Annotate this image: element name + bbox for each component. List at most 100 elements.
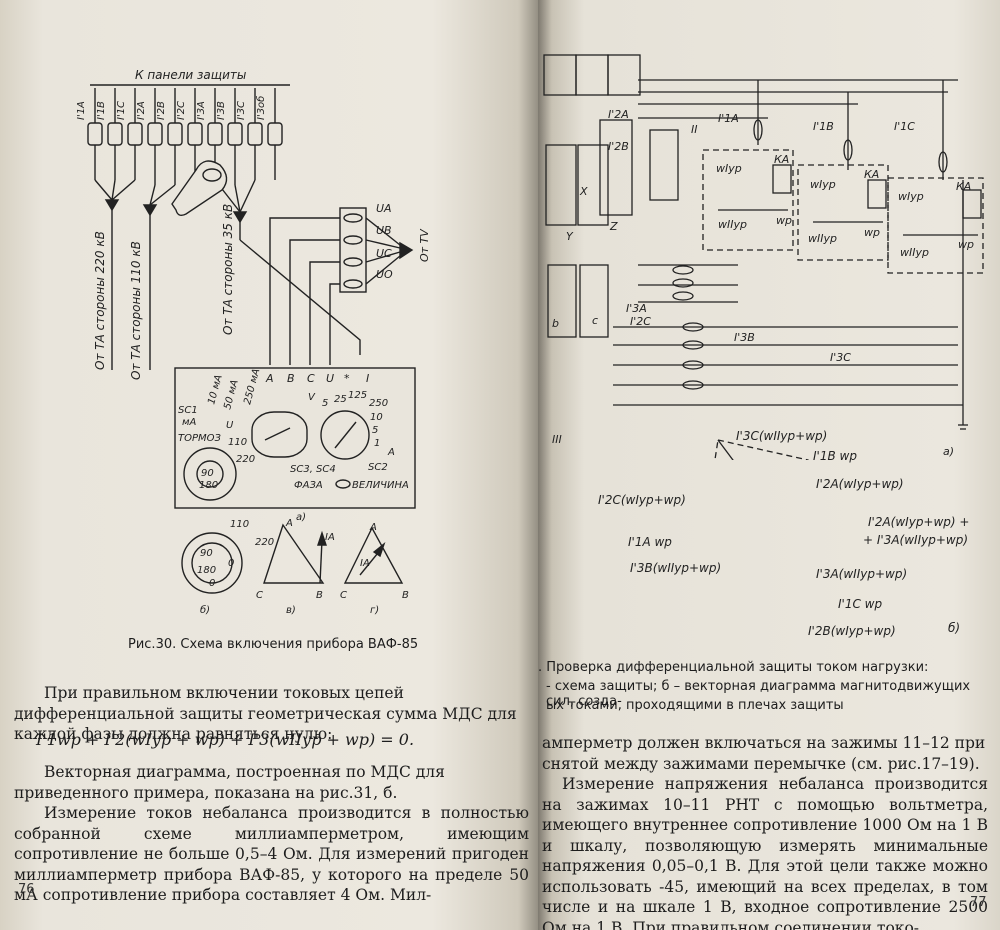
velichina-label: ВЕЛИЧИНА: [352, 480, 409, 491]
ub-label: UB: [376, 224, 392, 237]
wp-label: wр: [958, 238, 974, 251]
vector-label: I'3A(wIIур+wр): [816, 567, 907, 581]
paragraph-1: При правильном включении токовых цепей д…: [14, 684, 517, 743]
tormoz-label: ТОРМОЗ: [178, 433, 222, 444]
ct-line-label: I'1A: [76, 101, 87, 120]
ct-35-label: От ТА стороны 35 кВ: [221, 204, 235, 335]
i3a-label: I'3A: [626, 302, 647, 315]
tri-label: C: [256, 590, 263, 601]
terminal-label: *: [344, 372, 350, 385]
tv-label: От TV: [418, 228, 431, 262]
scale-a-label: 1: [374, 438, 380, 449]
uc-label: UC: [376, 247, 392, 260]
w-iur-label: wIур: [810, 178, 836, 191]
y-label: Y: [566, 230, 574, 243]
i2c-label: I'2C: [630, 315, 651, 328]
ka-label: КА: [864, 168, 879, 181]
a-unit-label: A: [387, 447, 395, 458]
ct-line-label: I'3A: [196, 101, 207, 120]
tri-label: B: [316, 590, 323, 601]
sc2-label: SC2: [368, 462, 388, 473]
vector-label: I'1B wр: [813, 449, 857, 463]
c-label: c: [592, 314, 598, 327]
ua-label: UA: [376, 202, 392, 215]
terminal-label: C: [307, 372, 315, 385]
vector-label: + I'3A(wIIур+wр): [863, 533, 968, 547]
uo-label: UO: [376, 268, 393, 281]
ct-line-label: I'1B: [96, 101, 107, 120]
w-iur-label: wIур: [898, 190, 924, 203]
scale-v-label: 125: [348, 390, 367, 401]
left-page: К панели защиты От ТА стороны 220 кВ От …: [0, 0, 540, 930]
tri-label: C: [340, 590, 347, 601]
i2a-label: I'2A: [608, 108, 629, 121]
sc34-label: SC3, SC4: [290, 464, 336, 475]
faza-label: ФАЗА: [294, 480, 323, 491]
formula-mds: I'1wр + I'2(wIур + wр) + I'3(wIIур + wр)…: [36, 730, 415, 749]
vector-label: I'2A(wIур+wр) +: [868, 515, 969, 529]
roman-3-label: III: [552, 433, 562, 446]
tri-label: A: [369, 522, 377, 533]
figure-31-caption-line-1: . Проверка дифференциальной защиты током…: [538, 660, 929, 675]
dial-label: 110: [230, 519, 249, 530]
figure-31-caption-line-3: ых токами, проходящими в плечах защиты: [546, 698, 844, 713]
w-iur-label: wIур: [716, 162, 742, 175]
ct-220-label: От ТА стороны 220 кВ: [93, 231, 107, 370]
dial-label: 180: [199, 480, 218, 491]
scale-a-label: 5: [372, 425, 378, 436]
w-iiur-label: wIIур: [900, 246, 929, 259]
ct-line-label: I'3об: [255, 96, 267, 120]
dial-label: 220: [236, 454, 255, 465]
vector-label: I'3C(wIIур+wр): [736, 429, 827, 443]
page-number-left: 76: [18, 882, 35, 897]
v-label: V: [308, 392, 316, 403]
tri-label: A: [285, 518, 293, 529]
scale-a-label: 10: [370, 412, 383, 423]
terminal-label: I: [366, 372, 369, 385]
tri-label: B: [402, 590, 409, 601]
vector-label: I'1A wр: [628, 535, 672, 549]
dial-label: 110: [228, 437, 247, 448]
paragraph-1: амперметр должен включаться на зажимы 11…: [542, 734, 986, 773]
page-number-right: 77: [970, 895, 987, 910]
dial-label: 0: [228, 558, 234, 569]
w-iiur-label: wIIур: [718, 218, 747, 231]
dial-label: 90: [201, 468, 214, 479]
scale-v-label: 25: [334, 394, 347, 405]
i1b-label: I'1B: [813, 120, 834, 133]
terminal-label: B: [287, 372, 295, 385]
vector-label: I'3B(wIIур+wр): [630, 561, 721, 575]
w-iiur-label: wIIур: [808, 232, 837, 245]
i3c-label: I'3C: [830, 351, 851, 364]
paragraph-3: Измерение токов небаланса производится в…: [14, 804, 529, 904]
wp-label: wр: [864, 226, 880, 239]
scale-v-label: 250: [369, 398, 388, 409]
ia-label: IA: [360, 558, 370, 569]
subfig-v-label: в): [286, 605, 296, 616]
subfig-g-label: г): [370, 605, 379, 616]
subfig-b-label: б): [948, 621, 960, 635]
paragraph-2: Векторная диаграмма, построенная по МДС …: [14, 763, 445, 802]
figure-31a-schematic: I'2A I'2B II I'1A I'1B I'1C I'2C I'3A I'…: [543, 54, 984, 460]
i2b-label: I'2B: [608, 140, 629, 153]
sc1-label: SC1: [178, 405, 198, 416]
terminal-label: A: [265, 372, 274, 385]
vector-label: I'1C wр: [838, 597, 882, 611]
panel-header-label: К панели защиты: [135, 68, 246, 82]
ct-line-label: I'3C: [236, 101, 247, 120]
dial-label: 220: [255, 537, 274, 548]
dial-label: 0: [209, 578, 215, 589]
figure-31-caption-line-2: - схема защиты; б – векторная диаграмма …: [546, 679, 971, 709]
ka-label: КА: [774, 153, 789, 166]
terminal-label: U: [326, 372, 334, 385]
scale-v-label: 5: [322, 398, 328, 409]
ct-line-label: I'3B: [216, 101, 227, 120]
ia-label: IA: [325, 532, 335, 543]
subfig-a-label: а): [296, 512, 306, 523]
u-mode-label: U: [226, 420, 234, 431]
ct-line-label: I'1C: [116, 101, 127, 120]
dial-label: 90: [200, 548, 213, 559]
dial-label: 180: [197, 565, 216, 576]
ct-line-label: I'2B: [156, 101, 167, 120]
